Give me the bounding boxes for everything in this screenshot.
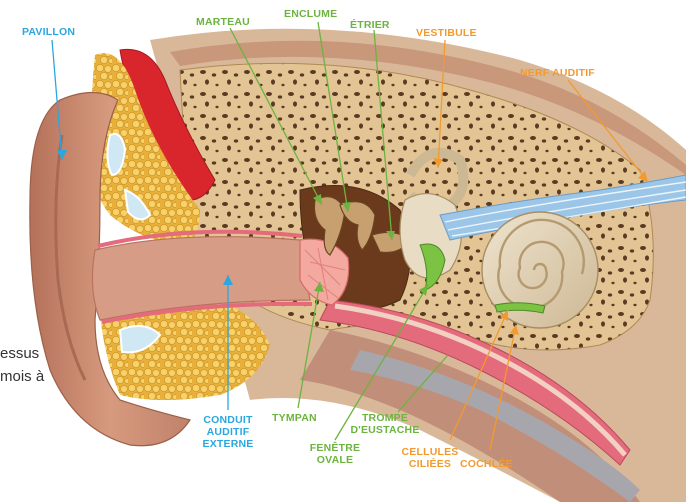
label-tympan: TYMPAN: [272, 412, 317, 424]
label-fenetre-ovale: FENÊTRE OVALE: [305, 442, 365, 466]
label-cochlee: COCHLÉE: [460, 458, 513, 470]
label-fenetre-line2: OVALE: [305, 454, 365, 466]
label-cellules-line2: CILIÉES: [398, 458, 462, 470]
label-trompe-line2: D'EUSTACHE: [344, 424, 426, 436]
label-cellules-ciliees: CELLULES CILIÉES: [398, 446, 462, 470]
label-etrier: ÉTRIER: [350, 19, 390, 31]
label-conduit-line3: EXTERNE: [196, 438, 260, 450]
label-conduit-line2: AUDITIF: [196, 426, 260, 438]
side-text-line2: mois à: [0, 366, 44, 388]
label-marteau: MARTEAU: [196, 16, 250, 28]
label-cellules-line1: CELLULES: [398, 446, 462, 458]
label-fenetre-line1: FENÊTRE: [305, 442, 365, 454]
label-nerf-auditif: NERF AUDITIF: [520, 67, 595, 79]
label-vestibule: VESTIBULE: [416, 27, 477, 39]
label-trompe-line1: TROMPE: [344, 412, 426, 424]
label-enclume: ENCLUME: [284, 8, 337, 20]
label-conduit-line1: CONDUIT: [196, 414, 260, 426]
label-conduit-auditif-externe: CONDUIT AUDITIF EXTERNE: [196, 414, 260, 450]
label-trompe-eustache: TROMPE D'EUSTACHE: [344, 412, 426, 436]
label-pavillon: PAVILLON: [22, 26, 75, 38]
side-text-line1: essus: [0, 343, 39, 365]
